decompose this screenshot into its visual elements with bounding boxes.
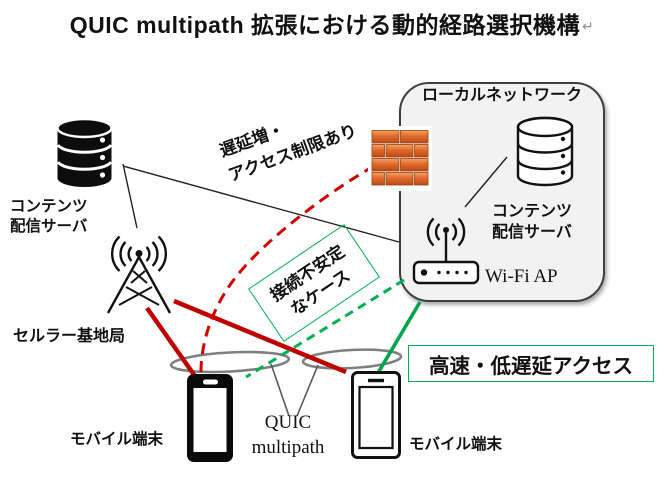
paragraph-mark: ↵ <box>582 18 595 35</box>
content-server-label: コンテンツ 配信サーバ <box>10 198 88 235</box>
ap-to-local-server-line <box>464 156 508 208</box>
cellular-backup-path-dashed <box>199 164 375 378</box>
firewall-icon <box>368 126 432 191</box>
callout-line-left <box>270 363 290 417</box>
mobile-label-right: モバイル端末 <box>409 436 503 453</box>
smartphone-icon-right <box>351 371 401 459</box>
server-to-tower-line <box>122 163 138 229</box>
cellular-path-right <box>173 298 347 375</box>
smartphone-icon-left <box>187 374 233 462</box>
mobile-label-left: モバイル端末 <box>70 431 164 448</box>
database-icon <box>56 117 113 187</box>
fast-access-box: 高速・低遅延アクセス <box>408 345 654 382</box>
coverage-ellipse-right <box>301 348 403 370</box>
cell-tower-icon <box>106 235 172 314</box>
quic-multipath-label: QUIC multipath <box>251 412 325 458</box>
local-database-icon <box>516 116 574 187</box>
page-title: QUIC multipath 拡張における動的経路選択機構 <box>69 12 581 38</box>
server-to-lan-line <box>122 165 400 243</box>
wifi-path-solid <box>376 301 422 374</box>
coverage-ellipse-left <box>169 350 291 374</box>
local-network-label: ローカルネットワーク <box>421 87 582 104</box>
wifi-path-unstable-dashed <box>245 278 405 379</box>
wifi-router-icon <box>412 217 480 285</box>
cellular-base-label: セルラー基地局 <box>13 328 126 345</box>
page-title-row: QUIC multipath 拡張における動的経路選択機構↵ <box>0 6 664 40</box>
callout-line-right <box>296 364 319 417</box>
cellular-path-left <box>145 306 199 381</box>
wifi-ap-label: Wi-Fi AP <box>485 266 558 287</box>
local-server-label: コンテンツ 配信サーバ <box>492 203 573 241</box>
